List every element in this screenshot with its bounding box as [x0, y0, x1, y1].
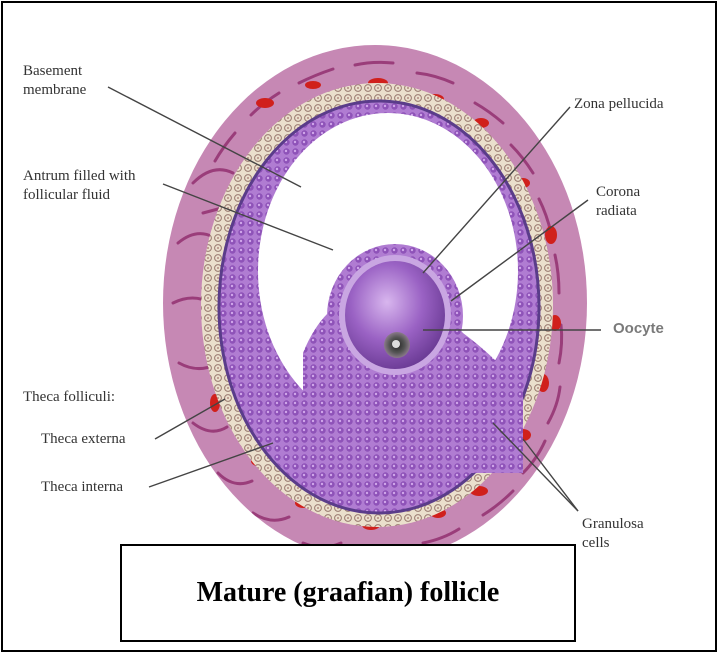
- label-basement-membrane: Basement membrane: [23, 62, 86, 100]
- label-theca-externa: Theca externa: [41, 430, 126, 449]
- figure-title: Mature (graafian) follicle: [197, 577, 500, 609]
- label-theca-folliculi: Theca folliculi:: [23, 388, 115, 407]
- label-oocyte: Oocyte: [613, 320, 664, 337]
- title-box: Mature (graafian) follicle: [120, 544, 576, 642]
- label-antrum: Antrum filled with follicular fluid: [23, 167, 136, 205]
- label-zona-pellucida: Zona pellucida: [574, 95, 664, 114]
- label-corona-radiata: Corona radiata: [596, 183, 640, 221]
- label-theca-interna: Theca interna: [41, 478, 123, 497]
- label-granulosa-cells: Granulosa cells: [582, 515, 644, 553]
